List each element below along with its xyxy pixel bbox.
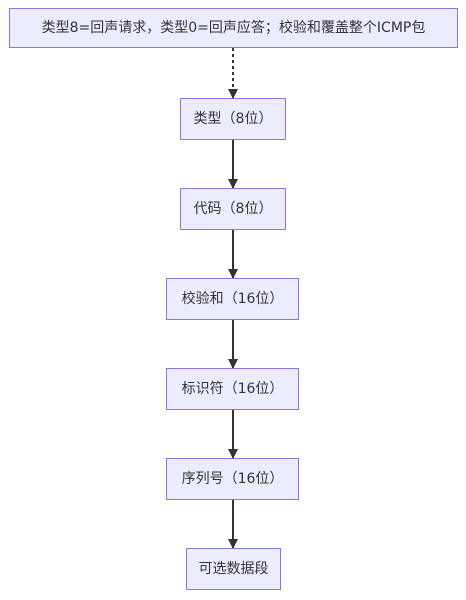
code-field-node: 代码（8位） [180,188,286,230]
type-field-node: 类型（8位） [180,98,286,140]
identifier-field-node: 标识符（16位） [166,368,299,410]
note-node: 类型8=回声请求，类型0=回声应答；校验和覆盖整个ICMP包 [9,8,458,48]
optional-data-node: 可选数据段 [186,548,281,590]
checksum-field-node: 校验和（16位） [166,278,299,320]
sequence-field-node: 序列号（16位） [166,458,299,500]
